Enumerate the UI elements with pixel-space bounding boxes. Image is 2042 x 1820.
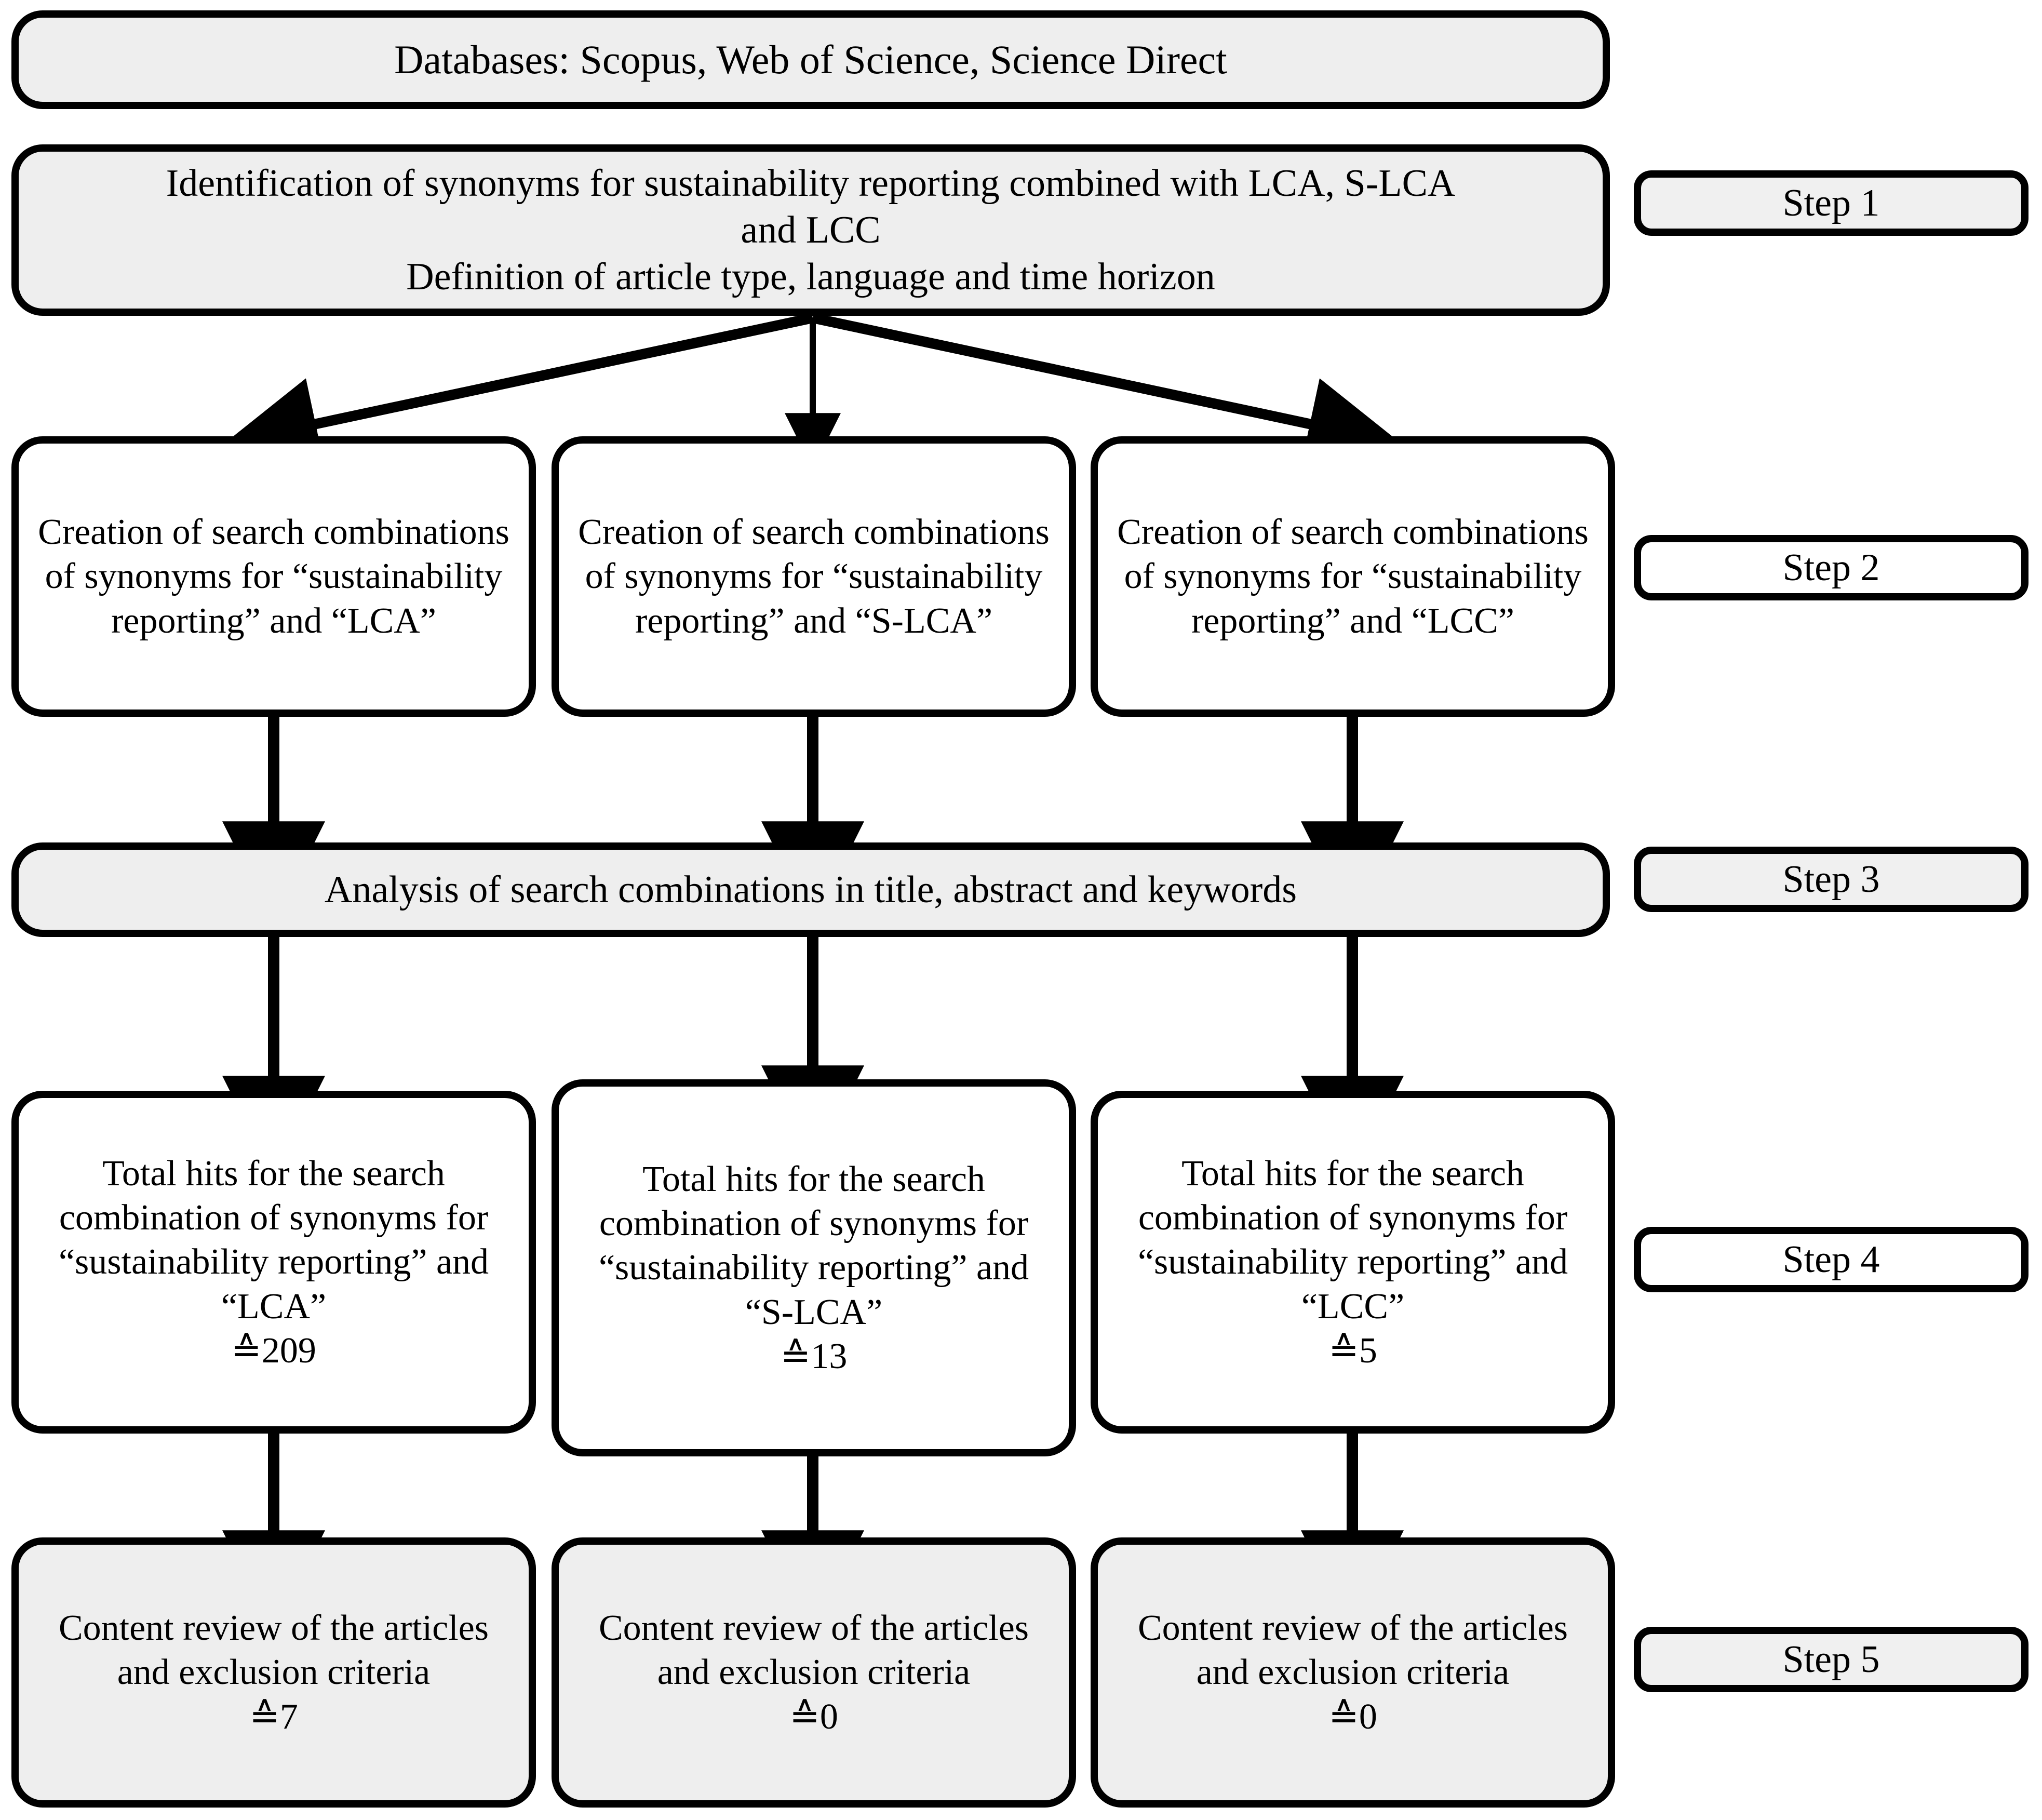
node-review-slca: Content review of the articles and exclu… — [552, 1537, 1076, 1808]
node-creation-slca: Creation of search combinations of synon… — [552, 436, 1076, 717]
node-hits-lcc: Total hits for the search combination of… — [1091, 1091, 1615, 1434]
step-tag-4: Step 4 — [1634, 1227, 2028, 1292]
arrow-step1-to-left — [224, 313, 814, 470]
node-review-lcc: Content review of the articles and exclu… — [1091, 1537, 1615, 1808]
arrow-step1-to-right — [811, 313, 1402, 470]
node-identification: Identification of synonyms for sustainab… — [11, 144, 1610, 316]
step-tag-5: Step 5 — [1634, 1627, 2028, 1692]
step-tag-1: Step 1 — [1634, 170, 2028, 236]
node-databases: Databases: Scopus, Web of Science, Scien… — [11, 10, 1610, 109]
step-tag-2: Step 2 — [1634, 535, 2028, 600]
node-analysis: Analysis of search combinations in title… — [11, 842, 1610, 937]
node-hits-lca: Total hits for the search combination of… — [11, 1091, 536, 1434]
node-review-lca: Content review of the articles and exclu… — [11, 1537, 536, 1808]
node-creation-lcc: Creation of search combinations of synon… — [1091, 436, 1615, 717]
node-creation-lca: Creation of search combinations of synon… — [11, 436, 536, 717]
step-tag-3: Step 3 — [1634, 847, 2028, 912]
node-hits-slca: Total hits for the search combination of… — [552, 1079, 1076, 1456]
